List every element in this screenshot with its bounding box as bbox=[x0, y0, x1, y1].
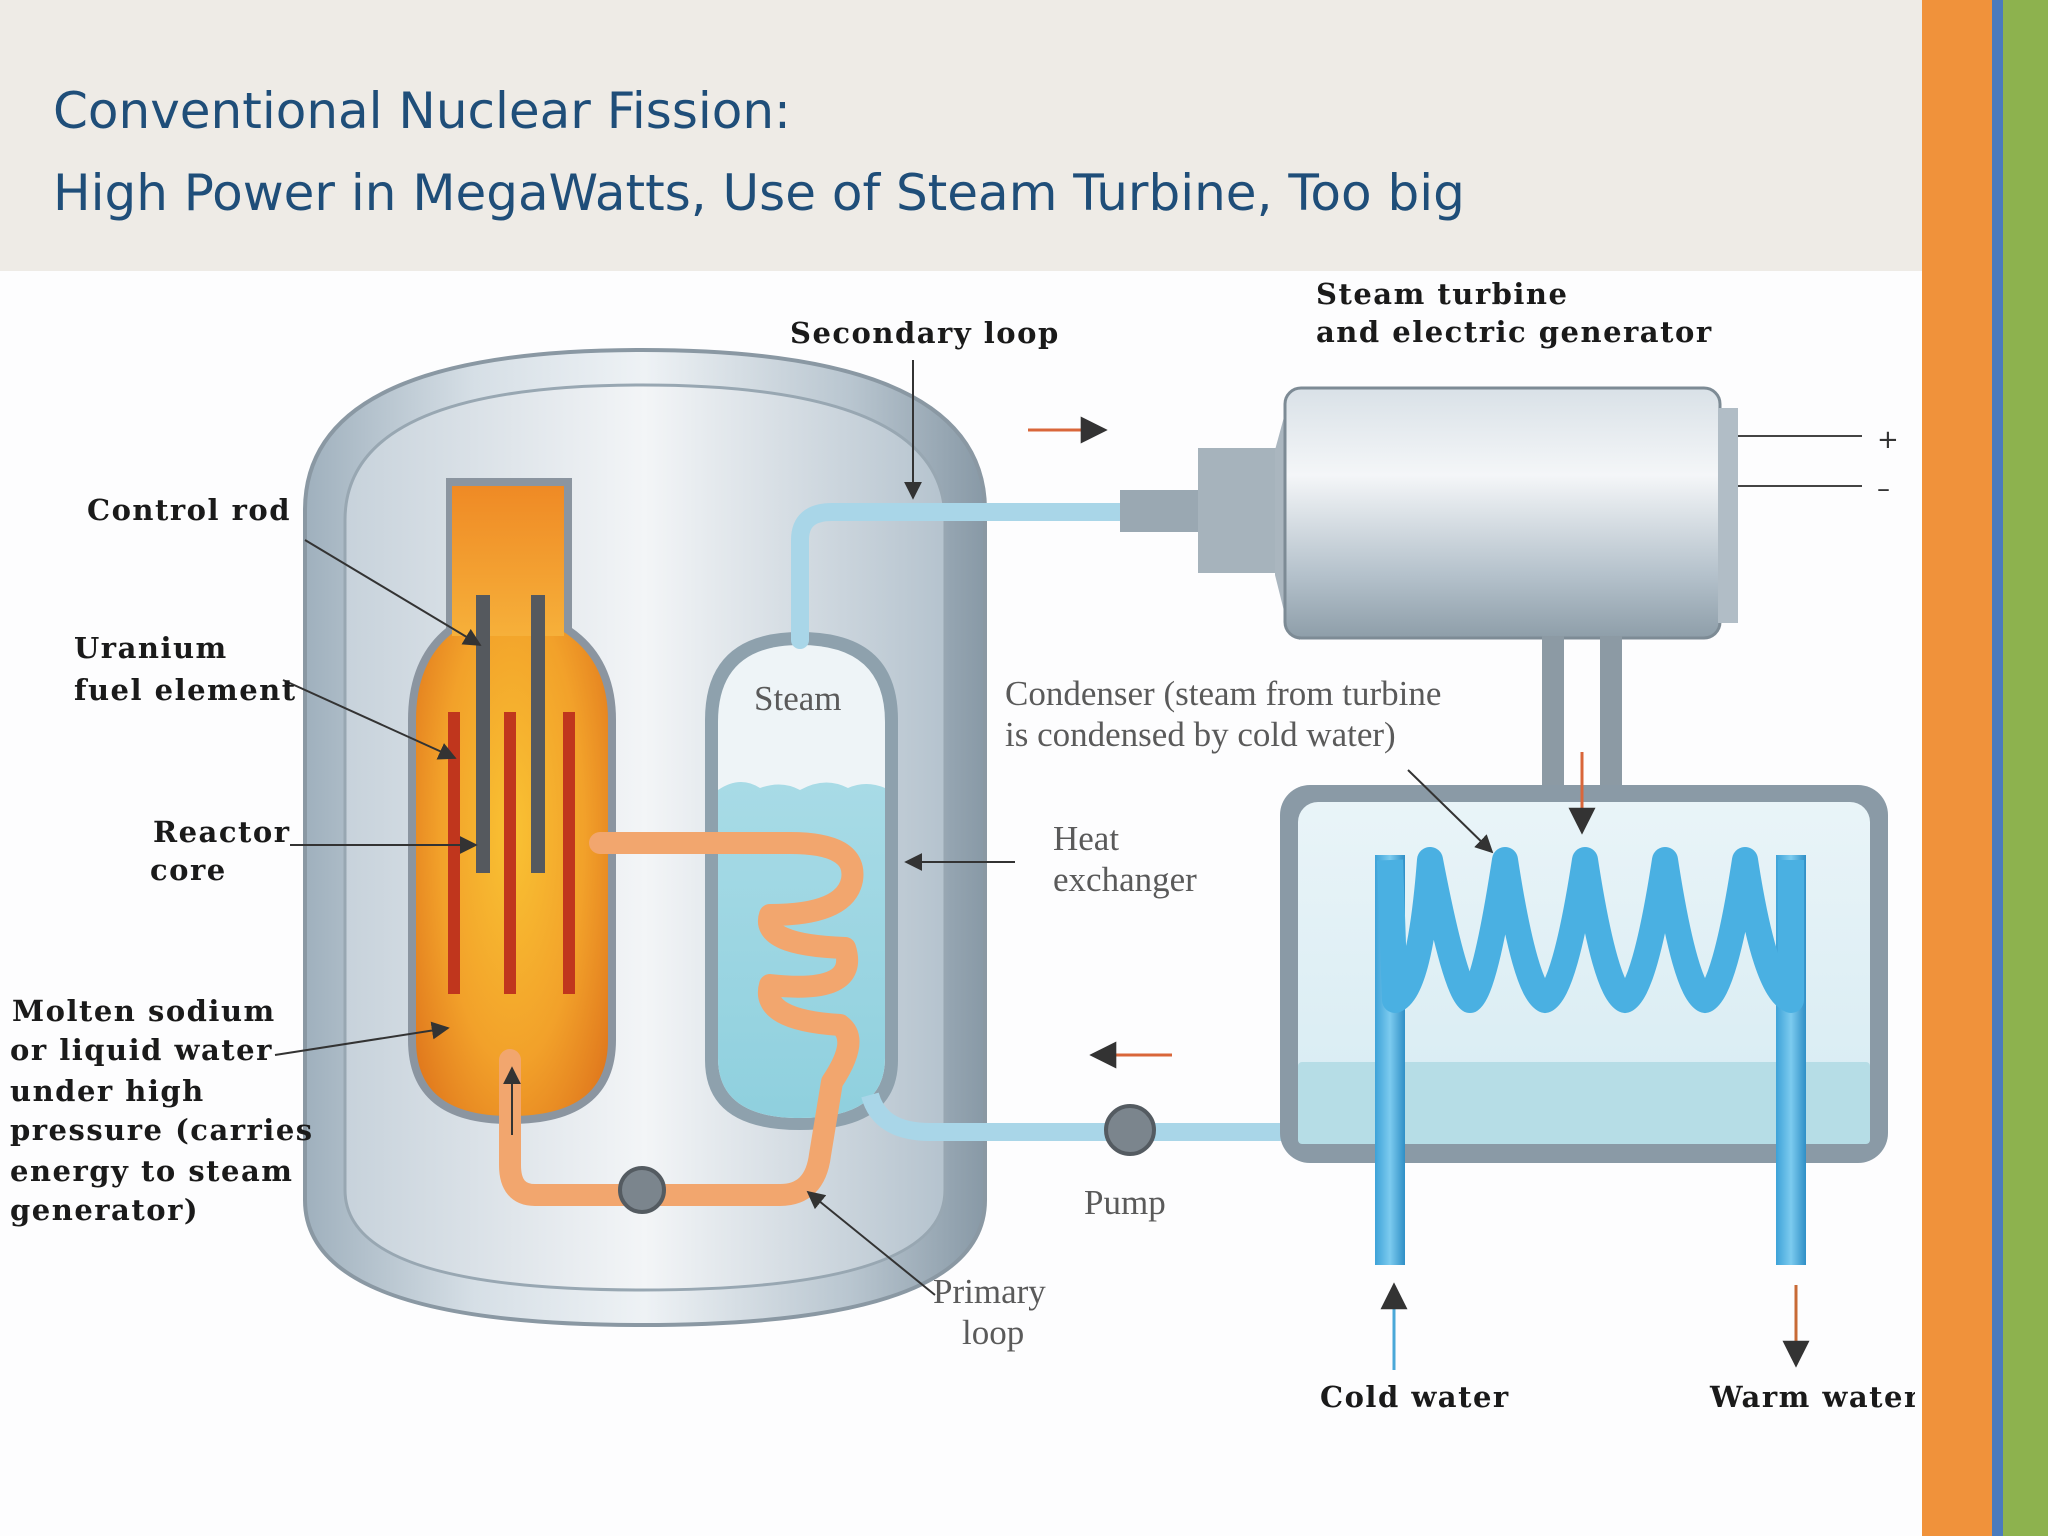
generator-endcap bbox=[1718, 408, 1738, 623]
label-molten-line3: under high bbox=[10, 1074, 205, 1108]
turbine-exhaust-right bbox=[1600, 636, 1622, 796]
label-reactor-line1: Reactor bbox=[153, 815, 291, 849]
label-warm-water: Warm water bbox=[1709, 1380, 1915, 1414]
label-molten-line6: generator) bbox=[10, 1193, 199, 1227]
label-primary-line1: Primary bbox=[933, 1272, 1046, 1311]
label-heat-exchanger-line1: Heat bbox=[1053, 819, 1119, 858]
steam-turbine-generator bbox=[1283, 386, 1722, 640]
control-rod-right bbox=[531, 595, 545, 873]
secondary-pump bbox=[1104, 1104, 1156, 1156]
accent-stripe-green bbox=[2003, 0, 2048, 1536]
fuel-element-1 bbox=[448, 712, 460, 994]
label-steam-turbine-line1: Steam turbine bbox=[1316, 277, 1568, 311]
label-secondary-loop: Secondary loop bbox=[790, 316, 1060, 350]
accent-stripe-blue bbox=[1992, 0, 2003, 1536]
label-steam: Steam bbox=[754, 679, 841, 718]
leader-control-rod bbox=[304, 539, 482, 646]
leader-primary-loop bbox=[806, 1190, 936, 1296]
primary-pump bbox=[618, 1166, 666, 1214]
label-steam-turbine-line2: and electric generator bbox=[1316, 315, 1713, 349]
accent-stripe-orange bbox=[1922, 0, 1992, 1536]
secondary-loop-steam-pipe bbox=[791, 503, 1134, 649]
control-rod-left bbox=[476, 595, 490, 873]
label-molten-line4: pressure (carries bbox=[10, 1113, 314, 1147]
fuel-element-3 bbox=[563, 712, 575, 994]
turbine-nozzle bbox=[1198, 448, 1278, 573]
terminal-minus-label: – bbox=[1877, 474, 1890, 504]
primary-loop-pipe bbox=[499, 832, 864, 1206]
turbine-inlet bbox=[1120, 490, 1208, 532]
leader-molten-sodium bbox=[274, 1021, 450, 1056]
label-molten-line2: or liquid water bbox=[10, 1033, 273, 1067]
turbine-exhaust-left bbox=[1542, 636, 1564, 796]
leader-condenser bbox=[1407, 769, 1494, 854]
terminal-plus-label: + bbox=[1877, 425, 1899, 455]
label-uranium-line2: fuel element bbox=[74, 673, 297, 707]
label-molten-line5: energy to steam bbox=[10, 1154, 293, 1188]
slide-title-line-2: High Power in MegaWatts, Use of Steam Tu… bbox=[53, 164, 1465, 222]
label-control-rod: Control rod bbox=[87, 493, 291, 527]
leader-uranium bbox=[282, 679, 457, 760]
label-uranium-line1: Uranium bbox=[74, 631, 228, 665]
label-primary-line2: loop bbox=[962, 1313, 1024, 1352]
slide-header bbox=[0, 0, 1922, 271]
fuel-element-2 bbox=[504, 712, 516, 994]
condenser-water bbox=[1298, 1062, 1870, 1144]
label-condenser-line1: Condenser (steam from turbine bbox=[1005, 674, 1441, 713]
label-reactor-line2: core bbox=[150, 853, 227, 887]
label-condenser-line2: is condensed by cold water) bbox=[1005, 715, 1396, 754]
secondary-loop-return-pipe bbox=[861, 1092, 1305, 1141]
label-pump: Pump bbox=[1084, 1183, 1166, 1222]
control-rod-housing bbox=[452, 486, 564, 636]
label-cold-water: Cold water bbox=[1320, 1380, 1510, 1414]
slide-title-line-1: Conventional Nuclear Fission: bbox=[53, 82, 791, 140]
label-molten-line1: Molten sodium bbox=[12, 994, 276, 1028]
reactor-diagram: Secondary loop Steam turbine and electri… bbox=[10, 277, 1915, 1414]
condenser-coil bbox=[1377, 847, 1804, 1013]
label-heat-exchanger-line2: exchanger bbox=[1053, 860, 1197, 899]
